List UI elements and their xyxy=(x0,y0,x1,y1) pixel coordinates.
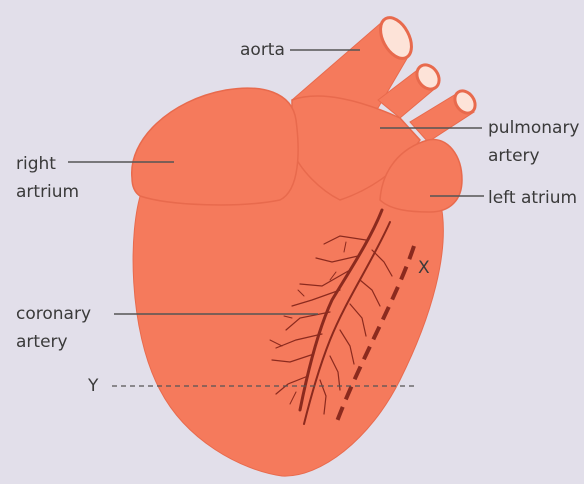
label-marker-x: X xyxy=(418,254,430,282)
label-pulmonary-line2: artery xyxy=(488,142,540,170)
label-coronary-line2: artery xyxy=(16,328,68,356)
label-coronary-line1: coronary xyxy=(16,300,91,328)
label-aorta: aorta xyxy=(240,36,285,64)
label-right-atrium-line2: artrium xyxy=(16,178,79,206)
label-right-atrium-line1: right xyxy=(16,150,56,178)
right-atrium-shape xyxy=(132,88,298,205)
label-marker-y: Y xyxy=(88,372,98,400)
label-pulmonary-line1: pulmonary xyxy=(488,114,580,142)
label-left-atrium: left atrium xyxy=(488,184,577,212)
